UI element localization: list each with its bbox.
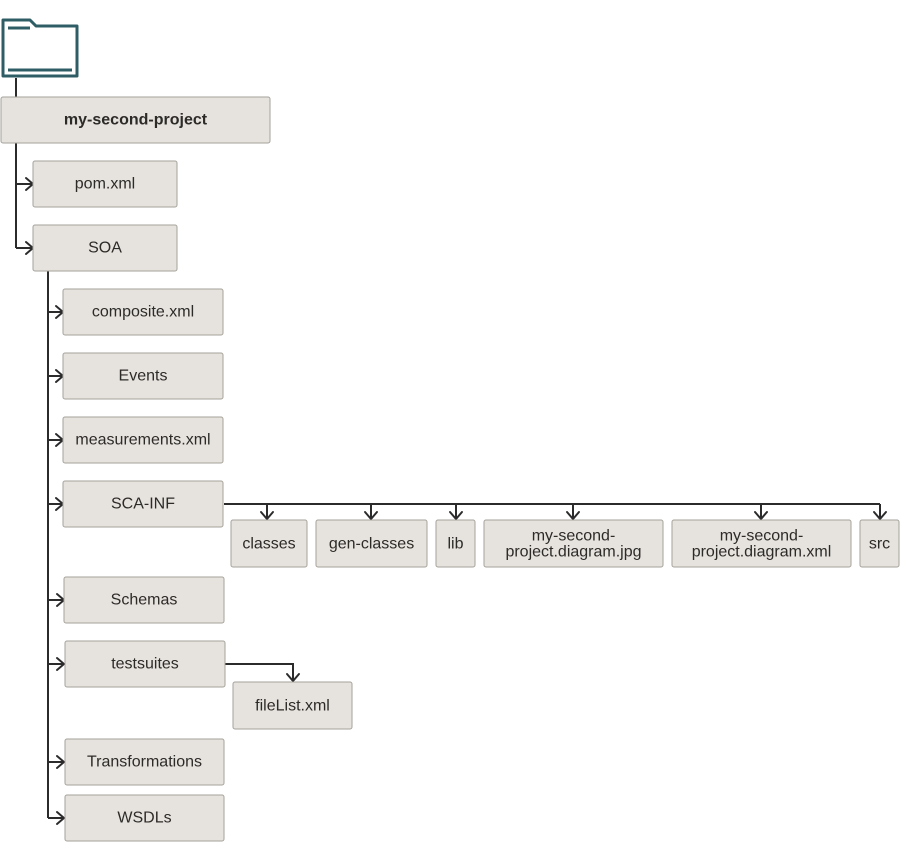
node-label: fileList.xml (255, 698, 330, 715)
node-events: Events (62, 352, 224, 400)
node-src: src (859, 519, 900, 568)
node-label: src (869, 536, 890, 553)
node-label-line2: project.diagram.xml (692, 544, 832, 561)
node-label: SCA-INF (111, 496, 175, 513)
node-schemas: Schemas (63, 576, 225, 624)
node-sca-inf: SCA-INF (62, 480, 224, 528)
node-gen-classes: gen-classes (315, 519, 428, 568)
connectors (15, 78, 881, 819)
node-soa: SOA (32, 224, 178, 272)
node-label: measurements.xml (75, 432, 210, 449)
node-transformations: Transformations (64, 738, 225, 786)
node-diagram-jpg: my-second- project.diagram.jpg (483, 519, 664, 568)
node-label: lib (447, 536, 463, 553)
node-label: testsuites (111, 656, 179, 673)
node-composite-xml: composite.xml (62, 288, 224, 336)
node-label: Schemas (111, 592, 178, 609)
folder-icon (1, 18, 79, 78)
node-label: WSDLs (117, 810, 171, 827)
node-label: classes (242, 536, 295, 553)
node-label: pom.xml (75, 176, 135, 193)
node-label: composite.xml (92, 304, 194, 321)
node-filelist-xml: fileList.xml (232, 681, 353, 730)
node-label: gen-classes (329, 536, 414, 553)
node-lib: lib (435, 519, 476, 568)
node-diagram-xml: my-second- project.diagram.xml (671, 519, 852, 568)
node-label: Transformations (87, 754, 202, 771)
node-label-line2: project.diagram.jpg (505, 544, 641, 561)
node-measurements-xml: measurements.xml (62, 416, 224, 464)
node-wsdls: WSDLs (64, 794, 225, 842)
node-label-line1: my-second- (532, 528, 616, 545)
node-label: Events (119, 368, 168, 385)
node-my-second-project: my-second-project (0, 96, 271, 144)
node-label: my-second-project (64, 112, 208, 129)
node-classes: classes (230, 519, 308, 568)
node-label-line1: my-second- (720, 528, 804, 545)
node-label: SOA (88, 240, 122, 257)
node-pom-xml: pom.xml (32, 160, 178, 208)
node-testsuites: testsuites (64, 640, 226, 688)
